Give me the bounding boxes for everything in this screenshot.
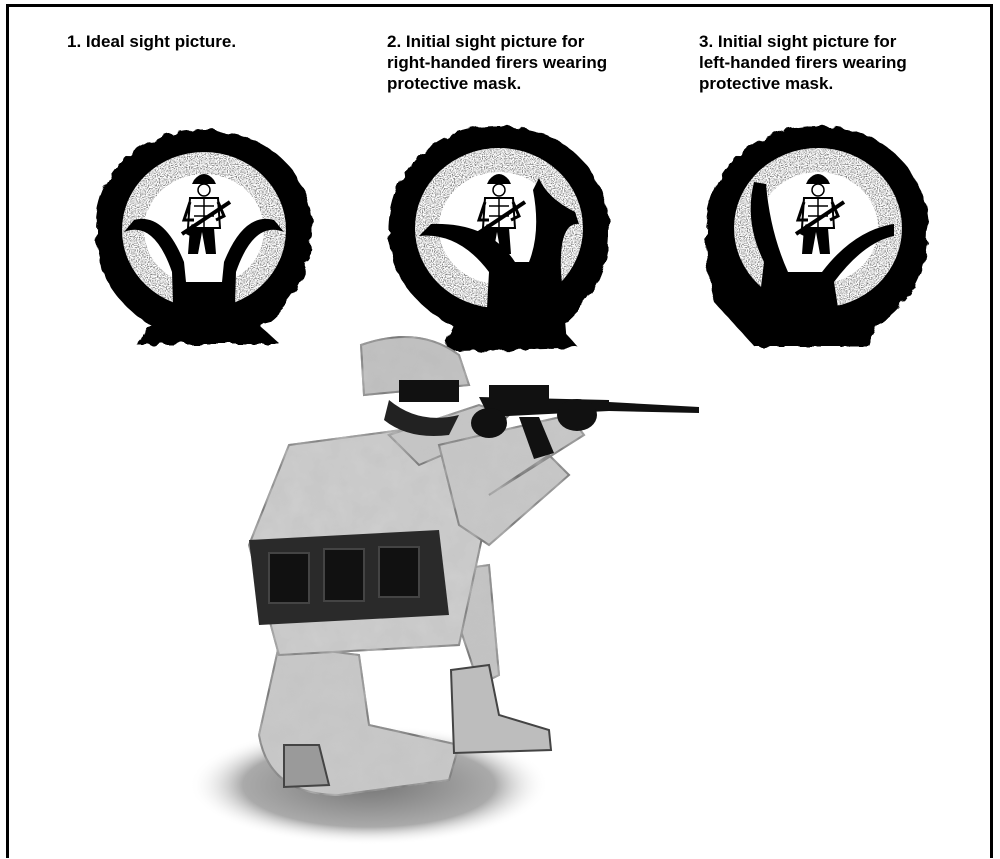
caption-left-handed-mask: 3. Initial sight picture for left-handed… — [699, 31, 907, 94]
kneeling-firer-illustration — [189, 325, 709, 855]
caption-ideal-sight-picture: 1. Ideal sight picture. — [67, 31, 236, 52]
caption-right-handed-mask: 2. Initial sight picture for right-hande… — [387, 31, 607, 94]
ideal-sight-picture-scope — [84, 112, 324, 352]
right-handed-mask-sight-scope — [379, 112, 619, 357]
figure-frame: 1. Ideal sight picture. 2. Initial sight… — [6, 4, 993, 858]
left-handed-mask-sight-scope — [694, 112, 939, 357]
